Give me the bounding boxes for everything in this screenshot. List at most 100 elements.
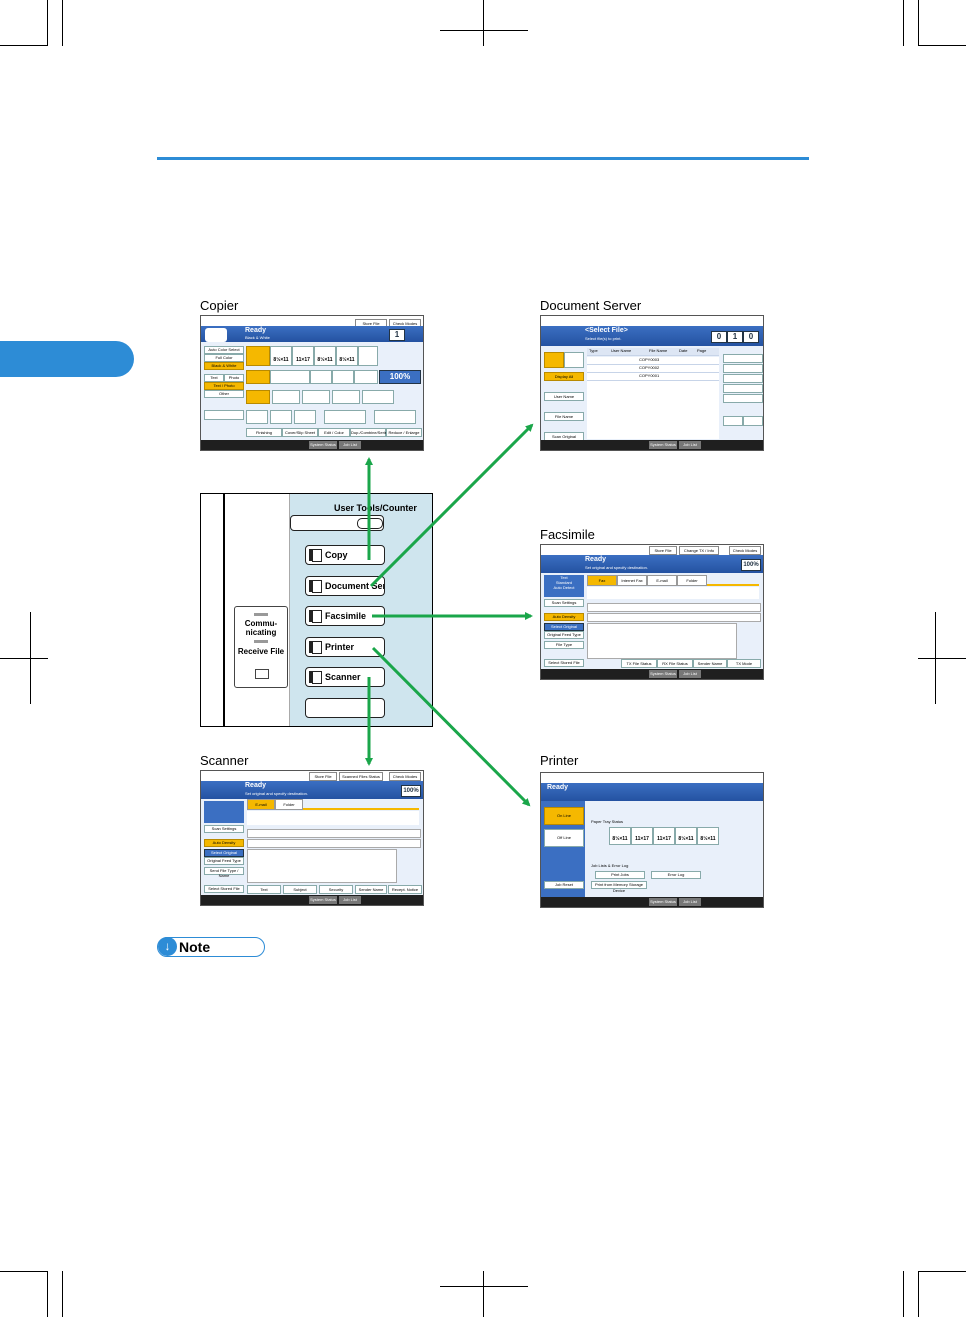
destination-grid[interactable]: [587, 623, 737, 659]
duplex-button[interactable]: [302, 390, 330, 404]
original-type-button[interactable]: Text: [204, 374, 224, 382]
color-button[interactable]: Black & White: [204, 362, 244, 370]
user-name-button[interactable]: User Name: [544, 392, 584, 401]
change-tx-info-button[interactable]: Change TX / Info: [679, 546, 719, 555]
job-list-button[interactable]: Job List: [679, 441, 701, 449]
job-reset-button[interactable]: Job Reset: [544, 881, 584, 889]
check-modes-button[interactable]: Check Modes: [389, 772, 421, 781]
select-stored-file-button[interactable]: Select Stored File: [544, 659, 584, 667]
tx-mode-button[interactable]: TX Mode: [727, 659, 761, 668]
system-status-button[interactable]: System Status: [649, 670, 677, 678]
online-button[interactable]: On Line: [544, 807, 584, 825]
system-status-button[interactable]: System Status: [309, 441, 337, 449]
job-list-button[interactable]: Job List: [339, 896, 361, 904]
offline-button[interactable]: Off Line: [544, 829, 584, 847]
paper-tray-button[interactable]: 8½×11: [336, 346, 358, 366]
finishing-button[interactable]: Finishing: [246, 428, 282, 437]
bypass-button[interactable]: [358, 346, 378, 366]
print-jobs-button[interactable]: Print Jobs: [595, 871, 645, 879]
tab-email[interactable]: E-mail: [647, 575, 677, 586]
zoom-button[interactable]: [354, 370, 378, 384]
paper-tray-button[interactable]: 11×17: [292, 346, 314, 366]
store-file-button[interactable]: Store File: [309, 772, 337, 781]
density-control[interactable]: [204, 410, 244, 420]
dup-combine-button[interactable]: Dup./Combine/Series: [350, 428, 390, 437]
cover-slip-button[interactable]: Cover/Slip Sheet: [282, 428, 318, 437]
scanned-files-status-button[interactable]: Scanned Files Status: [339, 772, 383, 781]
tx-file-status-button[interactable]: TX File Status: [621, 659, 657, 668]
system-status-button[interactable]: System Status: [649, 441, 677, 449]
store-file-button[interactable]: Store File: [649, 546, 677, 555]
rx-file-status-button[interactable]: RX File Status: [657, 659, 693, 668]
scan-settings-button[interactable]: Scan Settings: [544, 599, 584, 607]
scan-settings-button[interactable]: Scan Settings: [204, 825, 244, 833]
sort-button[interactable]: [270, 410, 292, 424]
original-type-button[interactable]: Text / Photo: [204, 382, 244, 390]
print-memory-device-button[interactable]: Print from Memory Storage Device: [591, 881, 647, 893]
color-button[interactable]: Full Color: [204, 354, 244, 362]
blank-key[interactable]: [305, 698, 385, 718]
side-button[interactable]: [723, 364, 763, 373]
paper-tray-button[interactable]: 8½×11: [314, 346, 336, 366]
side-button[interactable]: [723, 354, 763, 363]
side-button[interactable]: [723, 384, 763, 393]
full-size-button[interactable]: [246, 370, 270, 384]
thumbnail-view-button[interactable]: [564, 352, 584, 368]
auto-paper-button[interactable]: [246, 346, 270, 366]
duplex-button[interactable]: [246, 390, 270, 404]
table-row[interactable]: COPY0001: [587, 373, 719, 381]
create-margin-button[interactable]: [362, 390, 394, 404]
side-button[interactable]: [723, 394, 763, 403]
original-type-button[interactable]: Other: [204, 390, 244, 398]
page-up-button[interactable]: [723, 416, 743, 426]
paper-tray-button[interactable]: 8½×11: [270, 346, 292, 366]
destination-field[interactable]: [587, 587, 759, 599]
job-list-button[interactable]: Job List: [679, 898, 701, 906]
auto-density-button[interactable]: Auto Density: [204, 839, 244, 847]
job-list-button[interactable]: Job List: [339, 441, 361, 449]
text-button[interactable]: Text: [247, 885, 281, 894]
zoom-button[interactable]: [332, 370, 354, 384]
tab-folder[interactable]: Folder: [677, 575, 707, 586]
zoom-button[interactable]: [310, 370, 332, 384]
recept-notice-button[interactable]: Recept. Notice: [388, 885, 422, 894]
sender-name-button[interactable]: Sender Name: [355, 885, 387, 894]
tab-email[interactable]: E-mail: [247, 799, 275, 810]
select-stored-file-button[interactable]: Select Stored File: [204, 885, 244, 893]
tab-fax[interactable]: Fax: [587, 575, 617, 586]
page-down-button[interactable]: [743, 416, 763, 426]
table-row[interactable]: COPY0003: [587, 357, 719, 365]
reduce-enlarge-button[interactable]: Reduce / Enlarge: [386, 428, 422, 437]
select-original-button[interactable]: Select Original: [204, 849, 244, 857]
copy-key[interactable]: Copy: [305, 545, 385, 565]
edit-color-button[interactable]: Edit / Color: [318, 428, 350, 437]
sender-name-button[interactable]: Sender Name: [693, 659, 727, 668]
scanner-key[interactable]: Scanner: [305, 667, 385, 687]
duplex-button[interactable]: [272, 390, 300, 404]
side-button[interactable]: [723, 374, 763, 383]
zoom-button[interactable]: [270, 370, 310, 384]
select-original-button[interactable]: Select Original: [544, 623, 584, 631]
printer-key[interactable]: Printer: [305, 637, 385, 657]
list-view-button[interactable]: [544, 352, 564, 368]
error-log-button[interactable]: Error Log: [651, 871, 701, 879]
check-modes-button[interactable]: Check Modes: [729, 546, 761, 555]
file-name-button[interactable]: File Name: [544, 412, 584, 421]
system-status-button[interactable]: System Status: [309, 896, 337, 904]
duplex-button[interactable]: [332, 390, 360, 404]
system-status-button[interactable]: System Status: [649, 898, 677, 906]
table-row[interactable]: COPY0002: [587, 365, 719, 373]
sort-button[interactable]: [374, 410, 416, 424]
facsimile-key[interactable]: Facsimile: [305, 606, 385, 626]
sort-button[interactable]: [246, 410, 268, 424]
tab-folder[interactable]: Folder: [275, 799, 303, 810]
destination-grid[interactable]: [247, 849, 397, 883]
original-type-button[interactable]: Photo: [224, 374, 244, 382]
tab-internet-fax[interactable]: Internet Fax: [617, 575, 647, 586]
original-feed-button[interactable]: Original Feed Type: [544, 631, 584, 639]
sort-button[interactable]: [324, 410, 366, 424]
auto-density-button[interactable]: Auto Density: [544, 613, 584, 621]
display-all-button[interactable]: Display All: [544, 372, 584, 381]
subject-button[interactable]: Subject: [283, 885, 317, 894]
file-type-button[interactable]: File Type: [544, 641, 584, 649]
